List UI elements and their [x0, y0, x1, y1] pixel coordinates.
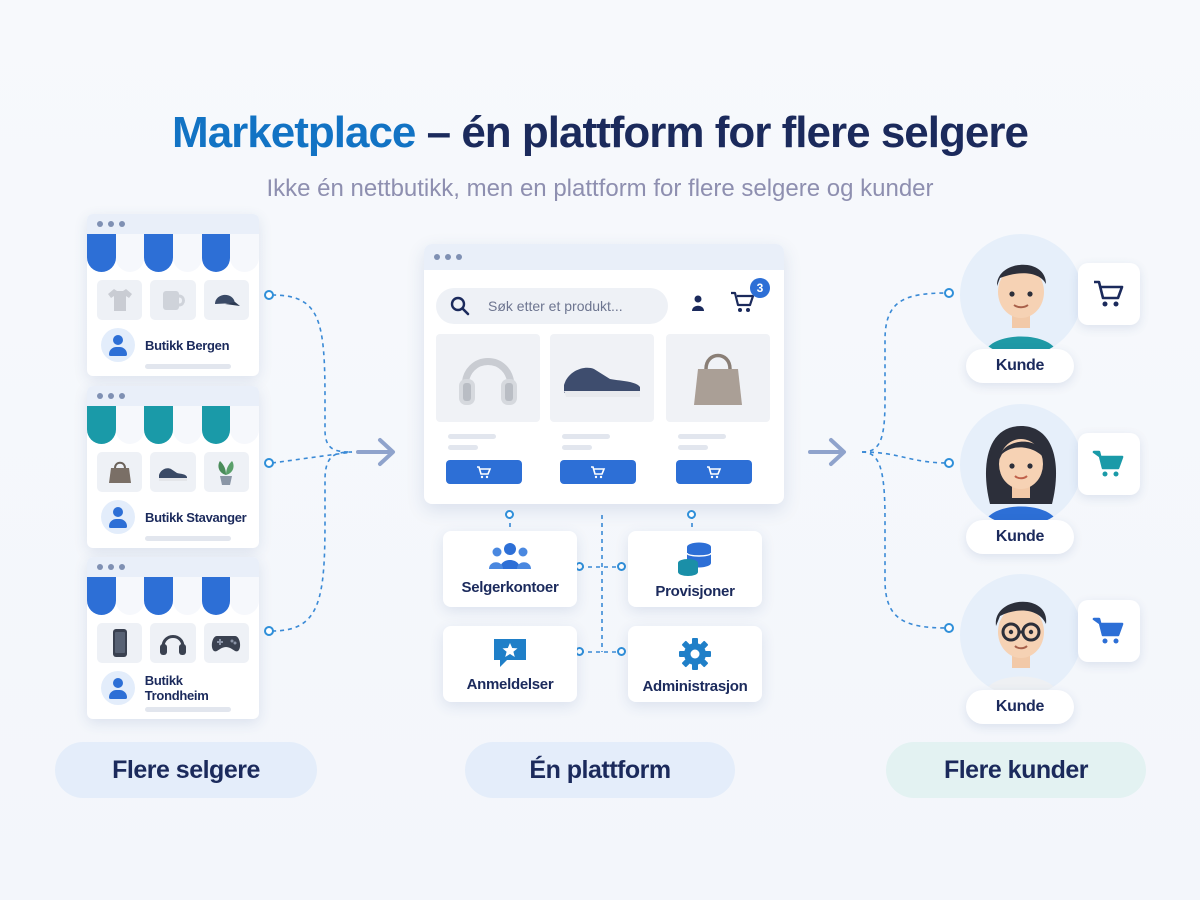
product-card[interactable]	[550, 334, 654, 486]
sneaker-icon	[550, 334, 654, 422]
placeholder-line	[145, 707, 231, 712]
phone-icon	[97, 623, 143, 663]
placeholder-line	[562, 445, 592, 450]
seller-window-trondheim[interactable]: Butikk Trondheim	[87, 557, 259, 719]
customer-cart-tile[interactable]	[1078, 263, 1140, 325]
plant-icon	[203, 452, 249, 492]
pill-platform: Én plattform	[465, 742, 735, 798]
cap-icon	[203, 280, 249, 320]
shop-awning	[87, 577, 259, 615]
window-titlebar	[87, 557, 259, 577]
customer-avatar	[960, 234, 1082, 356]
seller-window-bergen[interactable]: Butikk Bergen	[87, 214, 259, 376]
connector-dot	[944, 623, 954, 633]
window-titlebar	[424, 244, 784, 270]
mug-icon	[150, 280, 196, 320]
window-titlebar	[87, 386, 259, 406]
pill-customers: Flere kunder	[886, 742, 1146, 798]
cart-count-badge: 3	[750, 278, 770, 298]
placeholder-line	[448, 434, 496, 439]
connector-dot	[617, 647, 626, 656]
customer-cart-tile[interactable]	[1078, 433, 1140, 495]
headphones-icon	[150, 623, 196, 663]
connector-dot	[617, 562, 626, 571]
coins-icon	[678, 542, 712, 576]
shop-name: Butikk Bergen	[145, 337, 230, 353]
review-star-icon	[494, 639, 526, 667]
feature-card-administration[interactable]: Administrasjon	[628, 626, 762, 702]
connector-dot	[264, 458, 274, 468]
avatar	[101, 671, 135, 705]
cart-icon	[1092, 617, 1124, 644]
window-titlebar	[87, 214, 259, 234]
connector-dot	[264, 626, 274, 636]
connector-dot	[944, 288, 954, 298]
seller-window-stavanger[interactable]: Butikk Stavanger	[87, 386, 259, 548]
avatar	[101, 328, 135, 362]
feature-label: Anmeldelser	[466, 676, 554, 693]
page-title: Marketplace – én plattform for flere sel…	[0, 108, 1200, 158]
search-bar[interactable]: Søk etter et produkt...	[436, 288, 668, 324]
placeholder-line	[145, 536, 231, 541]
shop-awning	[87, 406, 259, 444]
connector-dot	[264, 290, 274, 300]
placeholder-line	[562, 434, 610, 439]
feature-card-seller-accounts[interactable]: Selgerkontoer	[443, 531, 577, 607]
avatar	[101, 500, 135, 534]
sneaker-icon	[150, 452, 196, 492]
handbag-icon	[666, 334, 770, 422]
user-icon[interactable]	[690, 294, 706, 314]
cart-icon	[591, 466, 606, 479]
placeholder-line	[448, 445, 478, 450]
page-subtitle: Ikke én nettbutikk, men en plattform for…	[266, 175, 934, 202]
platform-window[interactable]: Søk etter et produkt... 3	[424, 244, 784, 504]
placeholder-line	[678, 434, 726, 439]
customer-cart-tile[interactable]	[1078, 600, 1140, 662]
customer-avatar	[960, 404, 1082, 526]
connector-dot	[944, 458, 954, 468]
customer-label: Kunde	[966, 520, 1074, 554]
gear-icon	[679, 638, 711, 670]
placeholder-line	[678, 445, 708, 450]
cart-icon	[477, 466, 492, 479]
cart-icon	[1094, 280, 1124, 307]
cart-icon[interactable]	[730, 290, 756, 314]
customer-label: Kunde	[966, 690, 1074, 724]
search-placeholder: Søk etter et produkt...	[488, 298, 623, 314]
shop-name: Butikk Stavanger	[145, 509, 247, 525]
add-to-cart-button[interactable]	[676, 460, 752, 484]
cart-icon	[1092, 450, 1124, 477]
product-card[interactable]	[436, 334, 540, 486]
title-rest: – én plattform for flere selgere	[415, 108, 1029, 157]
title-highlight: Marketplace	[172, 108, 416, 157]
cart-icon	[707, 466, 722, 479]
feature-card-reviews[interactable]: Anmeldelser	[443, 626, 577, 702]
connector-dot	[505, 510, 514, 519]
gamepad-icon	[203, 623, 249, 663]
feature-label: Administrasjon	[642, 678, 748, 695]
shop-awning	[87, 234, 259, 272]
placeholder-line	[145, 364, 231, 369]
headphones-icon	[436, 334, 540, 422]
search-icon	[450, 296, 470, 316]
t-shirt-icon	[97, 280, 143, 320]
pill-sellers: Flere selgere	[55, 742, 317, 798]
customer-label: Kunde	[966, 349, 1074, 383]
users-icon	[489, 543, 531, 569]
feature-label: Provisjoner	[655, 583, 735, 600]
shop-name: Butikk Trondheim	[144, 673, 209, 703]
customer-avatar	[960, 574, 1082, 696]
connector-dot	[687, 510, 696, 519]
feature-card-commissions[interactable]: Provisjoner	[628, 531, 762, 607]
add-to-cart-button[interactable]	[446, 460, 522, 484]
feature-label: Selgerkontoer	[461, 579, 559, 596]
add-to-cart-button[interactable]	[560, 460, 636, 484]
handbag-icon	[97, 452, 143, 492]
product-card[interactable]	[666, 334, 770, 486]
